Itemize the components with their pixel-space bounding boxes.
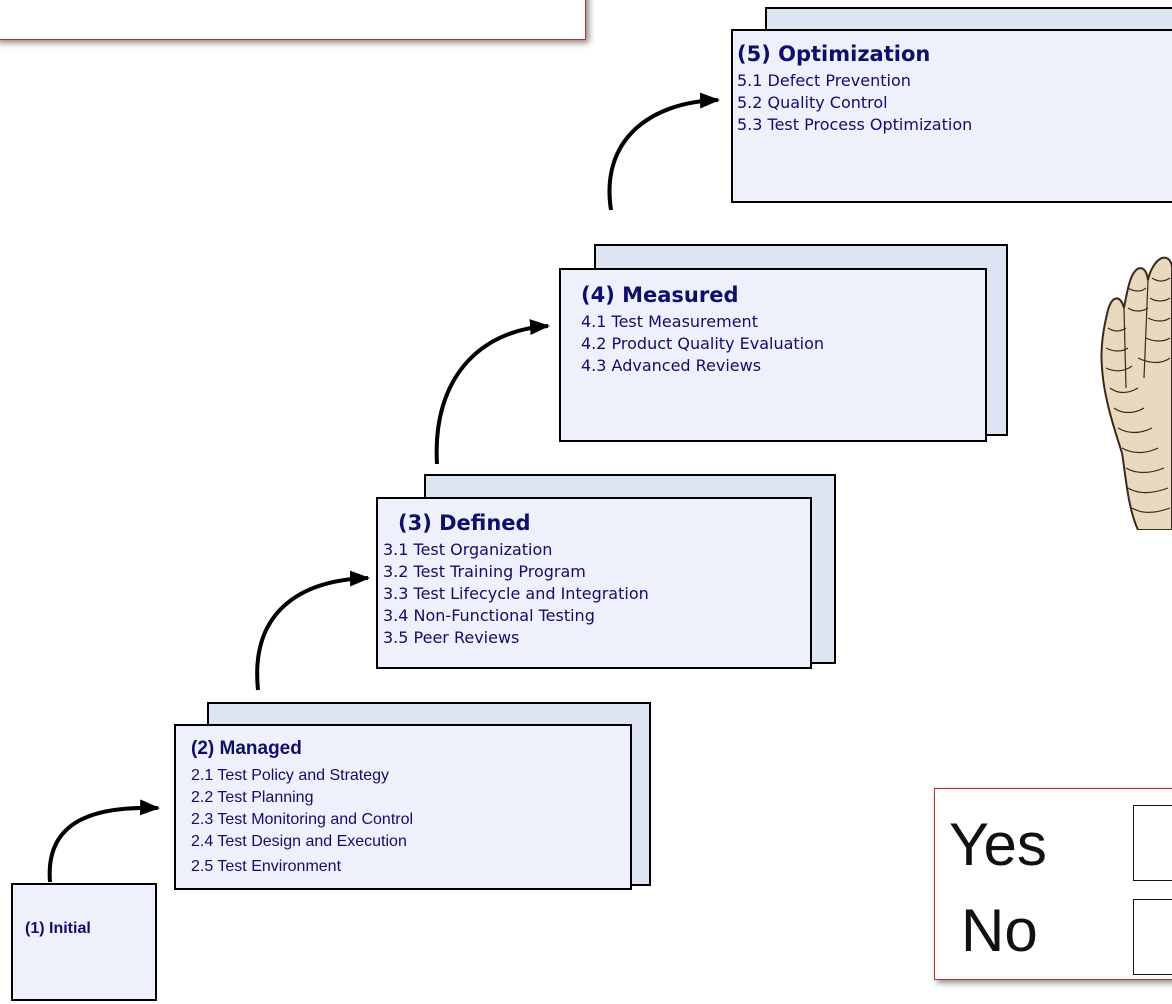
vote-box: Yes No — [934, 788, 1172, 980]
level-managed-items: 2.1 Test Policy and Strategy 2.2 Test Pl… — [191, 765, 413, 878]
level-defined-title: (3) Defined — [398, 511, 531, 535]
level-initial-card — [11, 883, 157, 1001]
process-area-item: 2.2 Test Planning — [191, 789, 314, 806]
process-area-item: 2.4 Test Design and Execution — [191, 833, 407, 850]
process-area-item: 4.3 Advanced Reviews — [581, 356, 762, 375]
process-area-item: 5.2 Quality Control — [737, 93, 888, 112]
process-area-item: 4.1 Test Measurement — [581, 312, 758, 331]
level-defined: (3) Defined 3.1 Test Organization 3.2 Te… — [376, 474, 838, 670]
top-banner-box — [0, 0, 586, 40]
process-area-item: 2.1 Test Policy and Strategy — [191, 767, 390, 784]
level-defined-items: 3.1 Test Organization 3.2 Test Training … — [383, 539, 649, 649]
level-optimization: (5) Optimization 5.1 Defect Prevention 5… — [731, 7, 1172, 205]
level-managed-title: (2) Managed — [191, 738, 302, 759]
process-area-item: 3.1 Test Organization — [383, 540, 553, 559]
yes-label: Yes — [949, 811, 1047, 878]
level-initial: (1) Initial — [11, 883, 159, 1003]
level-measured-items: 4.1 Test Measurement 4.2 Product Quality… — [581, 311, 824, 377]
level-managed: (2) Managed 2.1 Test Policy and Strategy… — [174, 702, 654, 892]
process-area-item: 5.1 Defect Prevention — [737, 71, 911, 90]
process-area-item: 3.5 Peer Reviews — [383, 628, 520, 647]
level-optimization-title: (5) Optimization — [737, 42, 931, 66]
level-initial-title: (1) Initial — [25, 920, 91, 937]
level-measured: (4) Measured 4.1 Test Measurement 4.2 Pr… — [559, 244, 1011, 444]
process-area-item: 2.3 Test Monitoring and Control — [191, 811, 414, 828]
hand-icon — [1100, 256, 1172, 530]
process-area-item: 2.5 Test Environment — [191, 858, 342, 875]
level-optimization-items: 5.1 Defect Prevention 5.2 Quality Contro… — [737, 70, 972, 136]
yes-checkbox[interactable] — [1133, 805, 1172, 881]
process-area-item: 5.3 Test Process Optimization — [737, 115, 973, 134]
no-label: No — [961, 897, 1038, 964]
level-measured-card — [559, 268, 987, 442]
level-measured-title: (4) Measured — [581, 283, 739, 307]
process-area-item: 4.2 Product Quality Evaluation — [581, 334, 825, 353]
no-checkbox[interactable] — [1133, 899, 1172, 975]
arrow-4-to-5 — [607, 92, 720, 211]
arrow-2-to-3 — [255, 570, 370, 691]
level-optimization-card — [731, 29, 1172, 203]
level-managed-card — [174, 724, 632, 890]
arrow-1-to-2 — [47, 799, 160, 883]
process-area-item: 3.4 Non-Functional Testing — [383, 606, 595, 625]
level-defined-card — [376, 497, 812, 669]
process-area-item: 3.3 Test Lifecycle and Integration — [383, 584, 649, 603]
arrow-3-to-4 — [434, 319, 550, 465]
process-area-item: 3.2 Test Training Program — [383, 562, 586, 581]
